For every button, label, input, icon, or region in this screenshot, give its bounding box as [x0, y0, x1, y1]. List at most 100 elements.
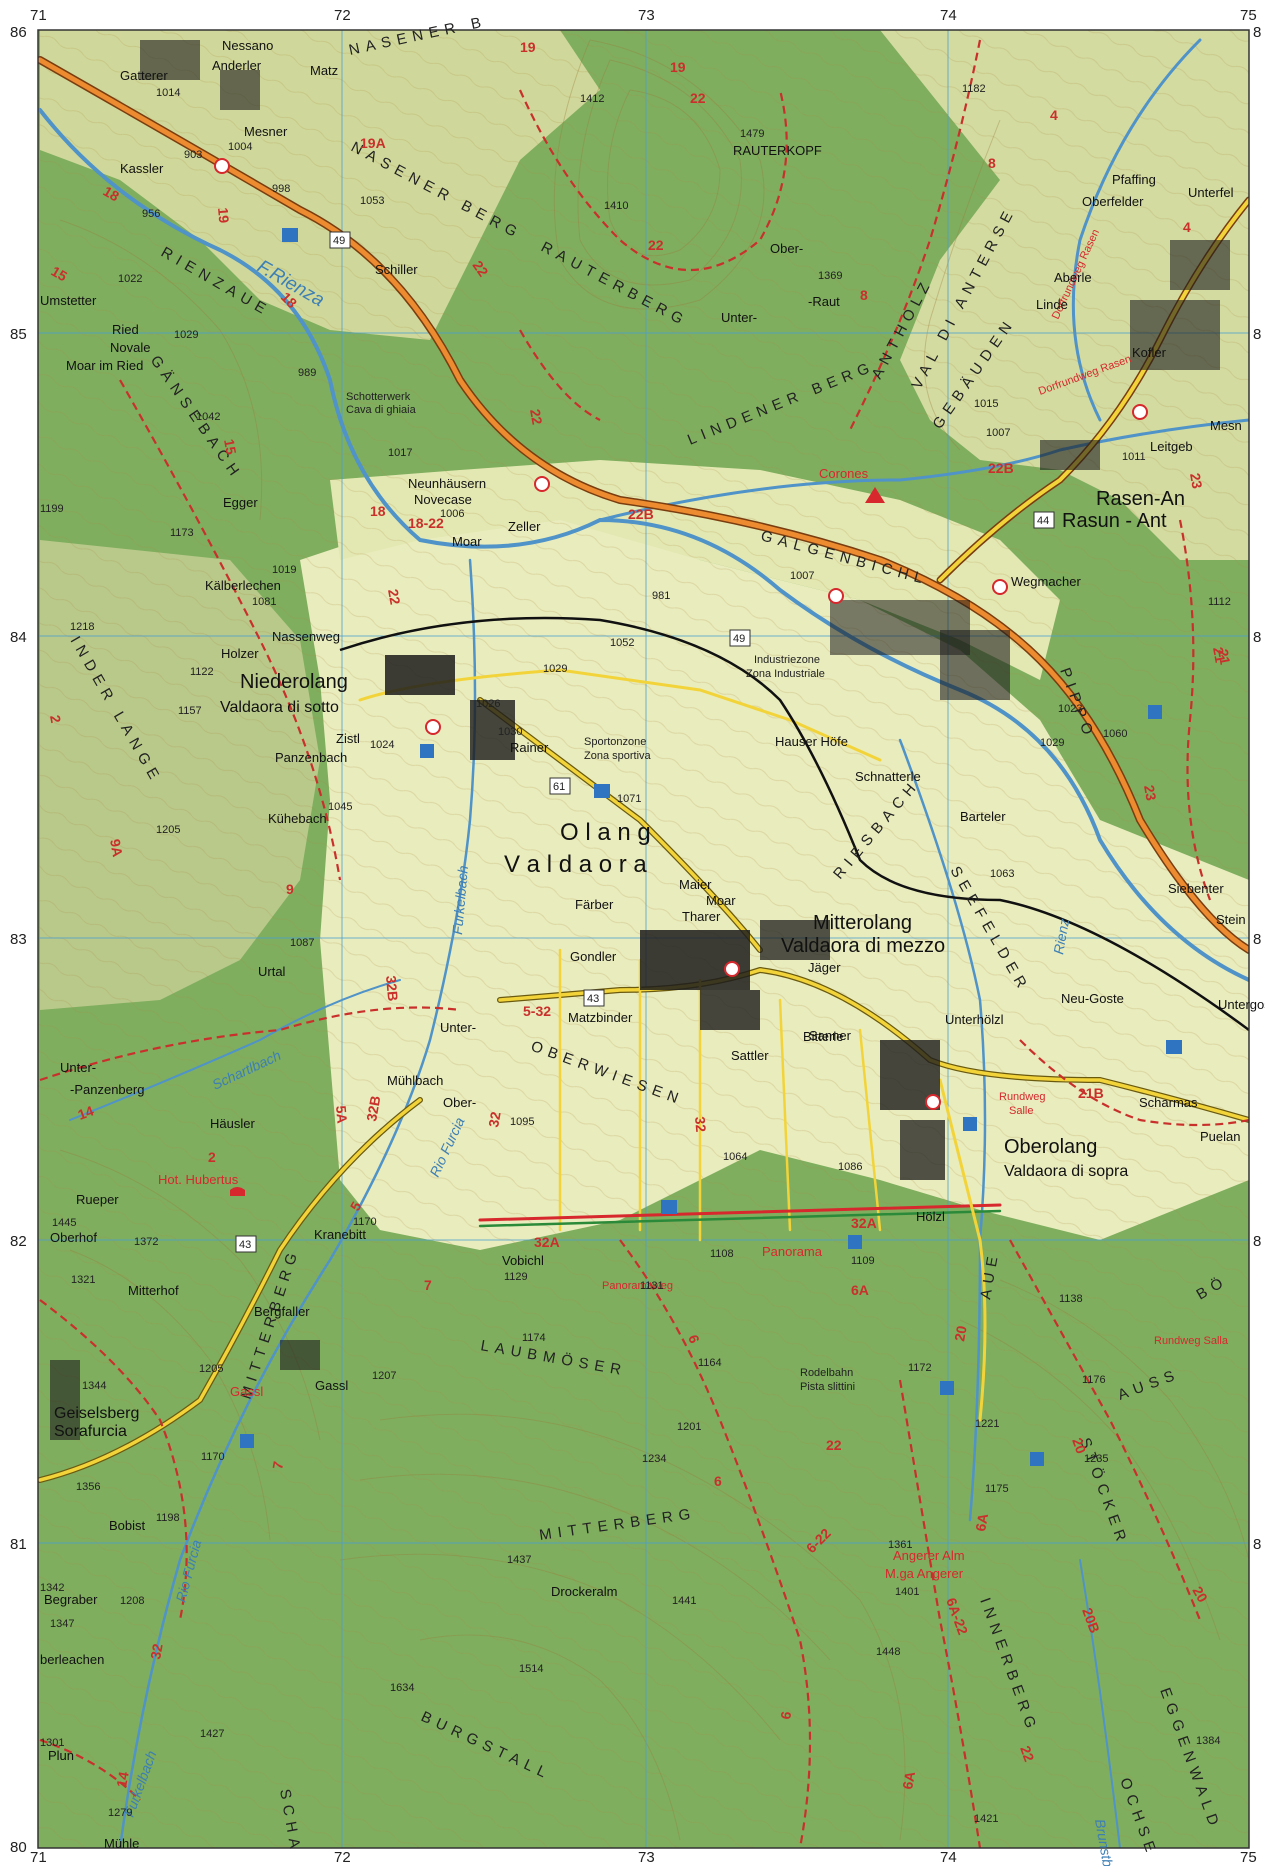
route-number: 22B: [628, 506, 654, 522]
place-label: Hölzl: [916, 1209, 945, 1224]
place-label: Niederolang: [240, 671, 348, 693]
grid-labels: 71 72 73 74 75 71 72 73 74 75 86 85 84 8…: [10, 7, 1261, 1866]
elevation-label: 1017: [388, 447, 412, 459]
route-number: 32B: [383, 975, 401, 1002]
place-label: Panoramaweg: [602, 1280, 673, 1292]
grid-label-left: 84: [10, 629, 27, 646]
place-label: Novecase: [414, 492, 472, 507]
parking-icon: [940, 1381, 954, 1395]
stream-riesbach: [898, 738, 987, 1522]
elevation-label: 1071: [617, 793, 641, 805]
railway: [339, 616, 1249, 1032]
elevation-label: 1401: [895, 1586, 919, 1598]
road-shield-label: 43: [239, 1239, 251, 1251]
place-label: Rasun - Ant: [1062, 510, 1167, 532]
elevation-label: 1129: [504, 1271, 528, 1283]
place-label: Maier: [679, 877, 712, 892]
place-label: Zona sportiva: [584, 750, 652, 762]
elevation-label: 1131: [640, 1280, 664, 1292]
grid-label-right: 8: [1253, 24, 1261, 41]
route-number: 6A: [899, 1770, 918, 1790]
elevation-label: 1235: [1084, 1453, 1108, 1465]
road-shield-label: 61: [553, 781, 565, 793]
place-label: Unterhölzl: [945, 1012, 1004, 1027]
elevation-label: 1007: [986, 427, 1010, 439]
elevation-label: 1164: [698, 1357, 722, 1369]
place-label: Kofler: [1132, 345, 1167, 360]
place-label: Zistl: [336, 731, 360, 746]
grid-label-right: 8: [1253, 629, 1261, 646]
place-label: Zeller: [508, 519, 541, 534]
route-number: 18: [101, 183, 123, 205]
route-number: 8: [988, 155, 996, 171]
place-label: Untergos: [1218, 997, 1265, 1012]
grid-label-bottom: 73: [638, 1849, 655, 1866]
bus-stop-icon: [724, 961, 740, 977]
grid-label-left: 86: [10, 24, 27, 41]
river-label: Rienz: [1050, 917, 1072, 955]
elevation-label: 1081: [252, 596, 276, 608]
stream-brunstbach: [1079, 1559, 1121, 1848]
elevation-label: 1301: [40, 1737, 64, 1749]
grid-label-bottom: 75: [1240, 1849, 1257, 1866]
route-number: 32B: [363, 1094, 383, 1122]
place-label: Anderler: [212, 58, 262, 73]
place-label: Mitterolang: [813, 912, 912, 934]
place-label: Färber: [575, 897, 614, 912]
elevation-label: 1384: [1196, 1735, 1220, 1747]
elevation-label: 1087: [290, 937, 314, 949]
bus-stop-icon: [214, 158, 230, 174]
elevation-label: 1421: [974, 1813, 998, 1825]
elevation-label: 1347: [50, 1618, 74, 1630]
map-frame: [37, 29, 1250, 1849]
elevation-label: 1344: [82, 1380, 106, 1392]
place-label: Häusler: [210, 1116, 255, 1131]
route-number: 19A: [360, 135, 386, 151]
bus-stop-icon: [992, 579, 1008, 595]
place-label: Vobichl: [502, 1253, 544, 1268]
place-label: Mesner: [244, 124, 288, 139]
place-label: Hauser Höfe: [775, 734, 848, 749]
route-number: 22: [1017, 1744, 1037, 1764]
bus-stop-icon: [925, 1094, 941, 1110]
elevation-label: 1445: [52, 1217, 76, 1229]
grid-label-top: 74: [940, 7, 957, 24]
cycling-icon: [282, 228, 298, 242]
elevation-label: 1052: [610, 637, 634, 649]
route-number: 8: [860, 287, 868, 303]
elevation-label: 1172: [908, 1362, 932, 1374]
route-number: 32: [485, 1110, 503, 1128]
settlements: [50, 40, 1230, 1440]
place-label: Mitterhof: [128, 1283, 179, 1298]
route-number: 6: [714, 1473, 722, 1489]
place-label: Ober-: [443, 1095, 476, 1110]
elevation-label: 1221: [975, 1418, 999, 1430]
place-label: Neu-Goste: [1061, 991, 1124, 1006]
place-label: Rundweg Salla: [1154, 1335, 1229, 1347]
river-label: Furkelbach: [449, 865, 471, 936]
place-label: Rasen-An: [1096, 488, 1185, 510]
elevation-label: 1410: [604, 200, 628, 212]
elevation-label: 1234: [642, 1453, 666, 1465]
elevation-label: 1108: [710, 1248, 734, 1260]
grid-label-right: 8: [1253, 326, 1261, 343]
place-label: Mesn: [1210, 418, 1242, 433]
elevation-label: 1441: [672, 1595, 696, 1607]
main-roads: [38, 56, 1249, 954]
place-label: Zona Industriale: [746, 668, 825, 680]
route-number: 9A: [107, 838, 126, 858]
place-label: Neunhäusern: [408, 476, 486, 491]
route-number: 22: [385, 588, 403, 606]
elevation-label: 1198: [156, 1512, 180, 1524]
elevation-label: 1006: [440, 508, 464, 520]
hotel-icon: [230, 1187, 245, 1196]
place-label: Aberle: [1054, 270, 1092, 285]
place-label: Egger: [223, 495, 258, 510]
route-number: 21: [1210, 646, 1228, 664]
elevation-label: 1015: [974, 398, 998, 410]
place-label: -Raut: [808, 294, 840, 309]
place-label: Kälberlechen: [205, 578, 281, 593]
elevation-label: 1514: [519, 1663, 543, 1675]
place-label: Bergfaller: [254, 1304, 310, 1319]
place-label: Panzenbach: [275, 750, 347, 765]
